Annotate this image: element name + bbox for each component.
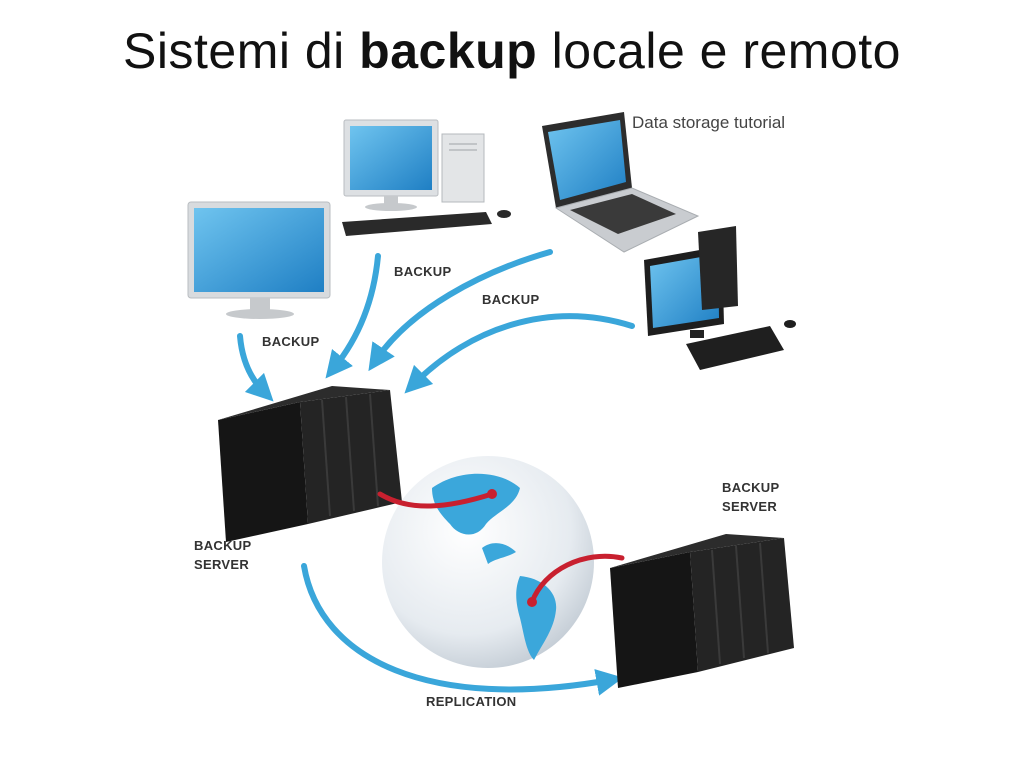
label-backup-monitor: BACKUP xyxy=(262,334,319,349)
label-remote-server-2: SERVER xyxy=(722,499,777,514)
label-replication: REPLICATION xyxy=(426,694,516,709)
label-backup-desktop: BACKUP xyxy=(394,264,451,279)
desktop-computer-top xyxy=(342,119,511,236)
backup-arrows xyxy=(237,249,635,696)
label-backup-laptop: BACKUP xyxy=(482,292,539,307)
desktop-computer-right xyxy=(644,226,796,370)
title-suffix: locale e remoto xyxy=(537,23,901,79)
backup-diagram: Data storage tutorial xyxy=(187,112,796,709)
laptop xyxy=(542,112,700,253)
slide-title: Sistemi di backup locale e remoto xyxy=(0,22,1024,80)
label-remote-server-1: BACKUP xyxy=(722,480,779,495)
location-dot-north xyxy=(487,489,497,499)
location-dot-south xyxy=(527,597,537,607)
arrow-monitor-to-server xyxy=(237,333,274,402)
local-backup-server xyxy=(218,386,402,542)
arrow-laptop-to-server xyxy=(368,249,553,372)
arrow-pc-to-server xyxy=(404,313,635,394)
label-local-server-1: BACKUP xyxy=(194,538,251,553)
globe-icon xyxy=(382,456,594,668)
title-bold: backup xyxy=(359,23,538,79)
link-local-to-globe xyxy=(377,491,495,509)
diagram-caption: Data storage tutorial xyxy=(632,113,785,132)
label-local-server-2: SERVER xyxy=(194,557,249,572)
link-globe-to-remote xyxy=(529,553,625,605)
remote-backup-server xyxy=(610,534,794,688)
arrow-replication xyxy=(301,563,624,696)
arrow-desktop-to-server xyxy=(325,253,381,379)
monitor-left xyxy=(187,201,331,319)
replication-links xyxy=(377,491,625,605)
title-prefix: Sistemi di xyxy=(123,23,360,79)
